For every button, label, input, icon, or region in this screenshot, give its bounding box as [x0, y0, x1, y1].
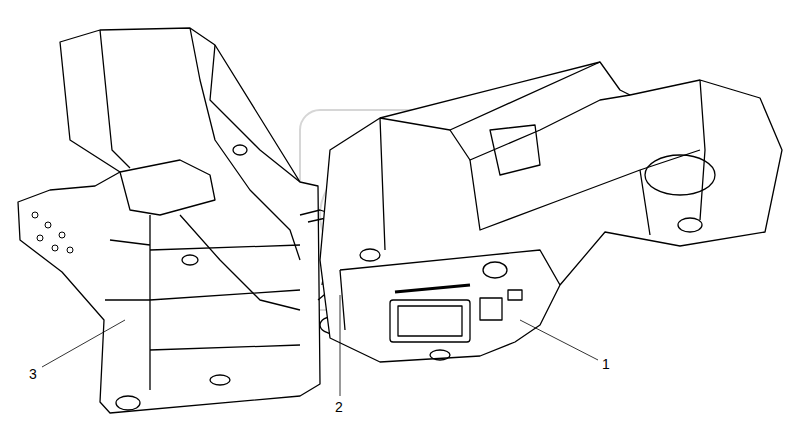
- leader-line: [42, 295, 598, 396]
- callout-number: 1: [601, 357, 611, 371]
- center-frame: [320, 62, 782, 362]
- callout-number: 2: [334, 400, 344, 414]
- left-frame: [18, 28, 320, 413]
- callout-number: 3: [28, 367, 38, 381]
